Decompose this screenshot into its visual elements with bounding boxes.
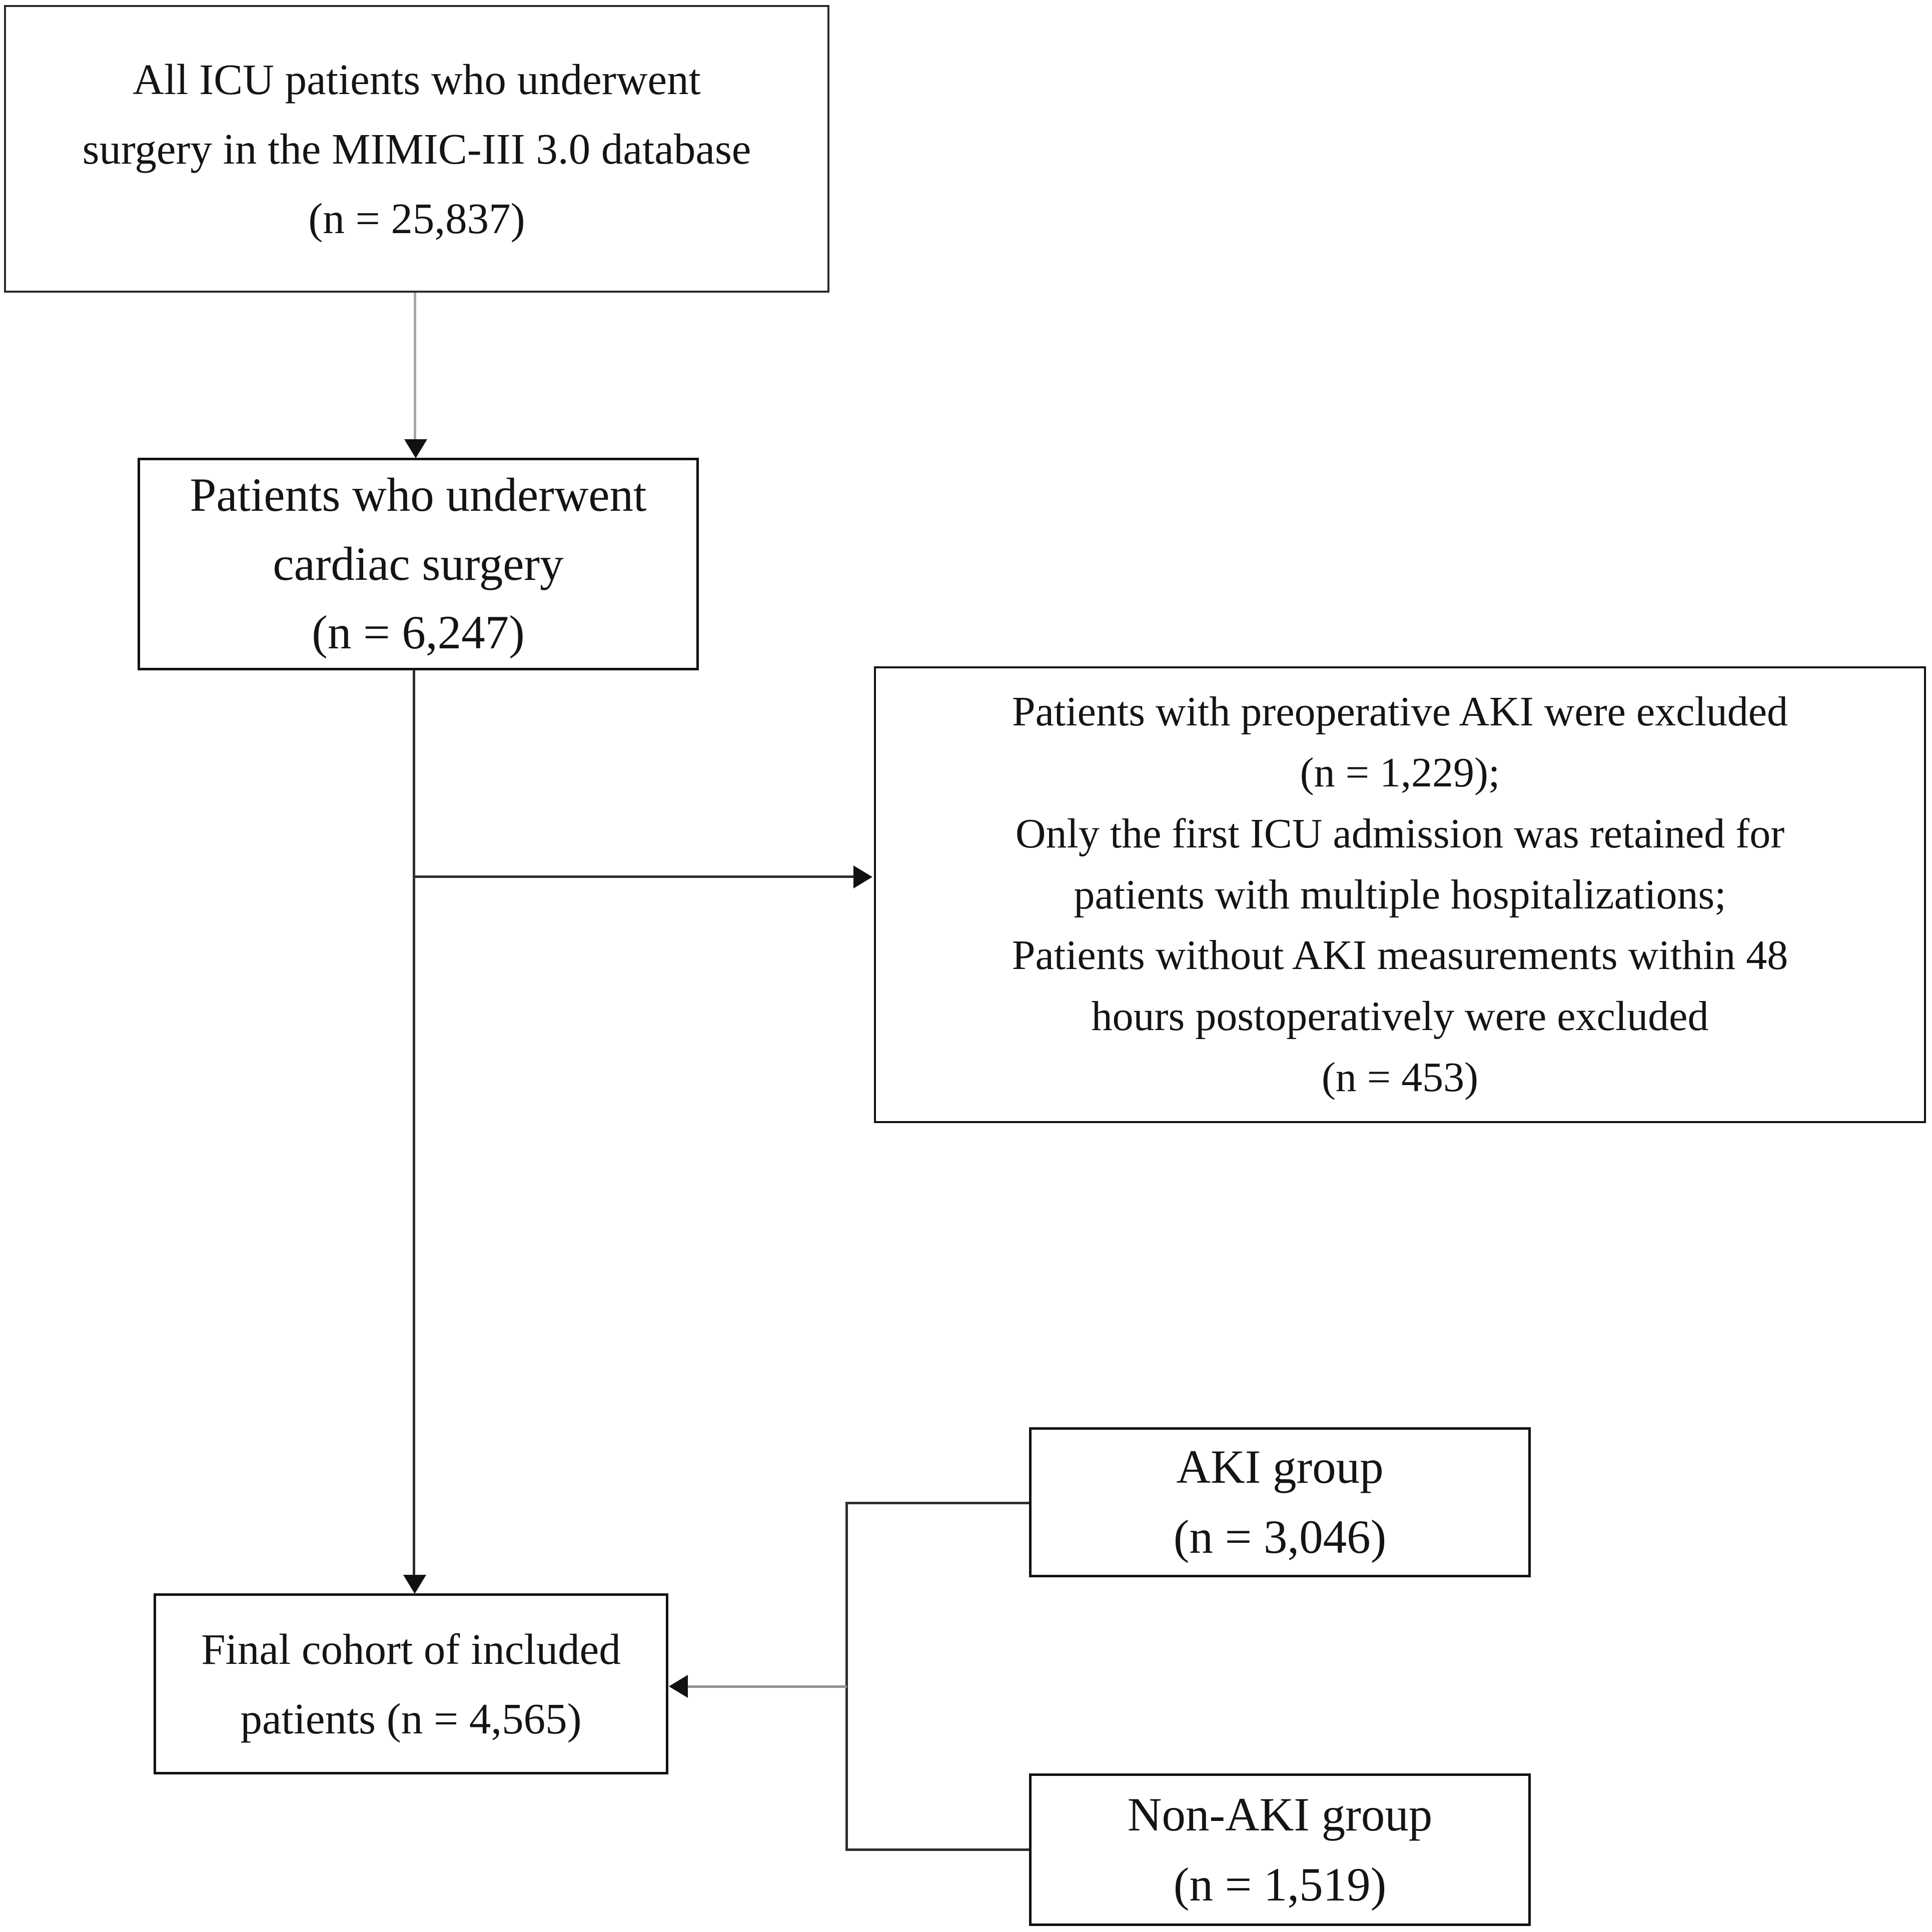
- box-text-line: surgery in the MIMIC-III 3.0 database: [82, 124, 751, 173]
- bracket-top-connector: [845, 1502, 1029, 1504]
- box-text-line: patients (n = 4,565): [240, 1694, 582, 1743]
- box-text-line: AKI group: [1176, 1440, 1384, 1494]
- box-text-line: Only the first ICU admission was retaine…: [1015, 810, 1785, 857]
- connector-box1-to-box2: [414, 293, 416, 454]
- bracket-vertical-line: [845, 1502, 848, 1851]
- box-text-line: Non-AKI group: [1127, 1787, 1433, 1841]
- arrow-left-icon: [669, 1675, 688, 1698]
- box-all-icu-patients: All ICU patients who underwent surgery i…: [4, 5, 829, 293]
- arrow-down-icon: [404, 439, 427, 458]
- box-final-cohort: Final cohort of included patients (n = 4…: [154, 1593, 668, 1774]
- box-text-line: Final cohort of included: [201, 1624, 621, 1673]
- box-text-line: (n = 25,837): [308, 194, 525, 243]
- box-exclusion-criteria: Patients with preoperative AKI were excl…: [874, 666, 1926, 1123]
- box-text-line: Patients without AKI measurements within…: [1012, 932, 1788, 979]
- bracket-bottom-connector: [845, 1848, 1029, 1851]
- box-text-line: Patients who underwent: [190, 468, 647, 521]
- box-non-aki-group: Non-AKI group (n = 1,519): [1029, 1773, 1531, 1926]
- box-aki-group: AKI group (n = 3,046): [1029, 1427, 1531, 1577]
- box-text-line: (n = 453): [1321, 1054, 1479, 1101]
- connector-to-exclusion: [413, 875, 854, 878]
- box-text-line: Patients with preoperative AKI were excl…: [1012, 688, 1788, 735]
- box-text-line: cardiac surgery: [273, 537, 564, 590]
- arrow-down-icon: [403, 1575, 426, 1594]
- connector-groups-to-final: [671, 1685, 847, 1688]
- box-cardiac-surgery: Patients who underwent cardiac surgery (…: [138, 458, 699, 670]
- arrow-right-icon: [853, 865, 872, 888]
- box-text-line: (n = 3,046): [1173, 1510, 1387, 1563]
- box-text-line: (n = 6,247): [312, 606, 525, 659]
- box-text-line: (n = 1,229);: [1300, 749, 1500, 796]
- box-text-line: All ICU patients who underwent: [133, 55, 701, 104]
- box-text-line: (n = 1,519): [1173, 1857, 1387, 1911]
- box-text-line: patients with multiple hospitalizations;: [1074, 871, 1726, 918]
- connector-main-vertical: [413, 670, 415, 1591]
- box-text-line: hours postoperatively were excluded: [1091, 993, 1709, 1040]
